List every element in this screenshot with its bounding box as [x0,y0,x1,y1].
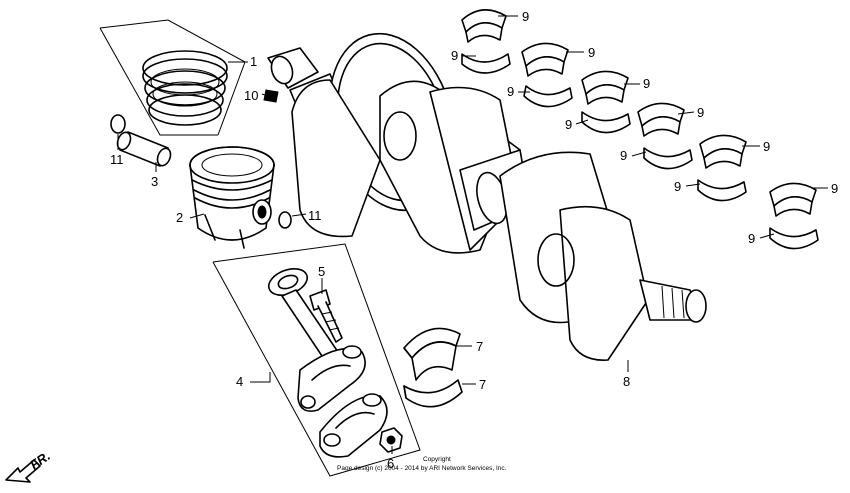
copyright-line-1: Copyright [423,456,451,463]
callout-9-f: 9 [565,117,572,132]
callout-9-i: 9 [763,139,770,154]
main-bearing-4-lower[interactable] [643,147,693,170]
piston-pin[interactable] [115,130,173,167]
callout-4: 4 [236,374,243,389]
piston-ring-set[interactable] [99,19,246,136]
main-bearing-3-upper[interactable] [581,70,629,105]
main-bearing-1-upper[interactable] [461,9,507,43]
callout-10: 10 [244,88,258,103]
callout-9-c: 9 [588,45,595,60]
crankpin-bearing-upper[interactable] [403,327,461,381]
copyright-line-2: Page design (c) 2004 - 2014 by ARI Netwo… [337,465,507,472]
piston[interactable] [189,146,275,249]
main-bearing-1-lower[interactable] [461,53,511,74]
callout-9-d: 9 [507,84,514,99]
connecting-rod-nut[interactable] [379,427,403,453]
main-bearing-6-lower[interactable] [769,227,819,250]
main-bearing-3-lower[interactable] [581,111,631,134]
piston-pin-clip-left[interactable] [110,114,126,134]
callout-1: 1 [250,54,257,69]
callout-9-l: 9 [748,231,755,246]
callout-6: 6 [387,456,394,471]
callout-9-a: 9 [522,9,529,24]
main-bearing-2-upper[interactable] [521,42,569,77]
callout-11-right: 11 [308,208,322,223]
leader-lines [117,15,828,454]
front-arrow-icon [5,459,41,483]
main-bearing-5-upper[interactable] [699,134,747,169]
callout-9-j: 9 [674,179,681,194]
connecting-rod[interactable] [265,264,366,412]
callout-9-h: 9 [620,148,627,163]
main-bearing-5-lower[interactable] [697,179,747,202]
callout-9-e: 9 [643,76,650,91]
front-direction-arrow: FR. [5,448,53,483]
main-bearing-2-lower[interactable] [523,85,573,108]
main-bearing-6-upper[interactable] [769,182,817,217]
callout-5: 5 [318,264,325,279]
callout-7-lower: 7 [479,377,486,392]
crankshaft[interactable] [267,20,707,361]
woodruff-key[interactable] [263,89,279,103]
crankpin-bearing-lower[interactable] [403,379,463,408]
callout-8: 8 [623,374,630,389]
callout-11-left: 11 [110,152,124,167]
piston-pin-clip-right[interactable] [278,211,292,229]
callout-2: 2 [176,210,183,225]
callout-3: 3 [151,174,158,189]
callout-9-g: 9 [697,105,704,120]
callout-7-upper: 7 [476,339,483,354]
connecting-rod-bolt[interactable] [309,289,343,343]
callout-9-k: 9 [831,181,838,196]
connecting-rod-cap[interactable] [319,393,388,458]
callout-9-b: 9 [451,48,458,63]
main-bearing-4-upper[interactable] [637,102,685,137]
connecting-rod-box [212,243,421,477]
